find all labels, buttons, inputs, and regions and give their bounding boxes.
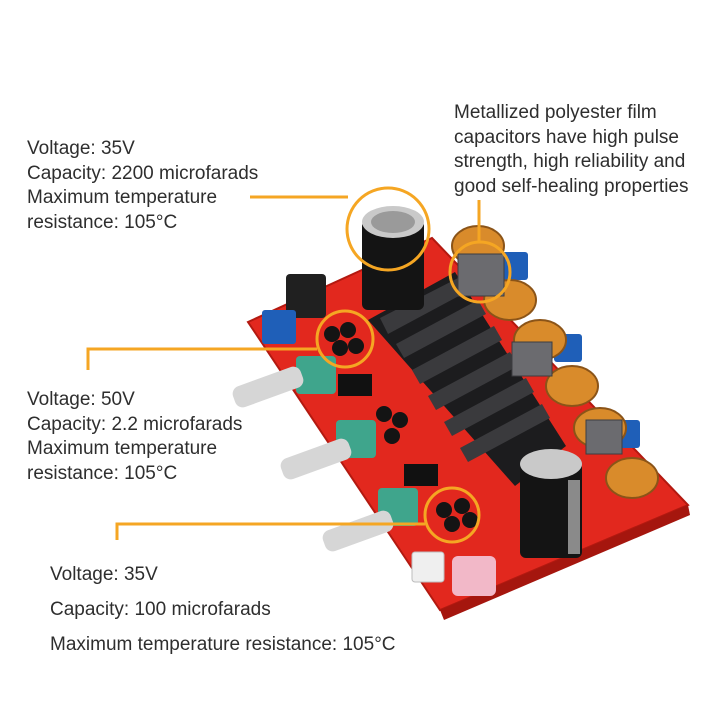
- capacitor-bottom-right: [520, 449, 582, 558]
- annotation-line: Capacity: 2200 microfarads: [27, 162, 259, 184]
- potentiometer-3: [322, 488, 418, 552]
- annotation-line: Maximum temperature: [27, 438, 218, 459]
- annotation-bottom-left: Voltage: 35V Capacity: 100 microfarads M…: [50, 557, 396, 662]
- annotation-line: resistance: 105°C: [27, 211, 178, 233]
- annotation-line: Voltage: 35V: [50, 564, 158, 585]
- potentiometer-1: [232, 356, 336, 408]
- annotation-mid-left: Voltage: 50V Capacity: 2.2 microfarads M…: [27, 388, 242, 486]
- annotation-top-left: Voltage: 35V Capacity: 2200 microfarads …: [27, 137, 258, 235]
- annotation-top-right: Metallized polyester film capacitors hav…: [454, 101, 689, 199]
- callout-bottom-left: [115, 486, 481, 544]
- callout-mid-left: [86, 309, 375, 370]
- annotation-line: Voltage: 35V: [27, 138, 135, 159]
- dc-jack: [286, 274, 326, 318]
- annotation-line: Maximum temperature resistance: 105°C: [50, 634, 396, 655]
- annotation-line: Capacity: 2.2 microfarads: [27, 413, 243, 435]
- annotation-line: good self-healing properties: [454, 175, 689, 197]
- white-connector: [411, 551, 445, 583]
- annotation-line: Capacity: 100 microfarads: [50, 599, 271, 620]
- pcb-edge: [440, 505, 690, 620]
- terminal-left: [262, 310, 296, 344]
- annotation-line: capacitors have high pulse: [454, 126, 679, 148]
- film-capacitors: [457, 253, 623, 455]
- ic-chip-1: [338, 374, 372, 396]
- potentiometer-2: [280, 420, 376, 480]
- callout-top-right: [448, 200, 512, 304]
- annotation-line: resistance: 105°C: [27, 462, 178, 484]
- capacitor-2200uf: [362, 206, 424, 310]
- annotation-line: strength, high reliability and: [454, 151, 686, 172]
- annotation-line: Voltage: 50V: [27, 389, 135, 410]
- small-capacitors: [324, 322, 478, 532]
- annotation-line: Metallized polyester film: [454, 102, 657, 123]
- callout-top-left: [250, 186, 431, 272]
- heatsink: [368, 272, 566, 486]
- ic-chip-2: [404, 464, 438, 486]
- annotation-line: Maximum temperature: [27, 187, 218, 208]
- audio-jack: [452, 556, 496, 596]
